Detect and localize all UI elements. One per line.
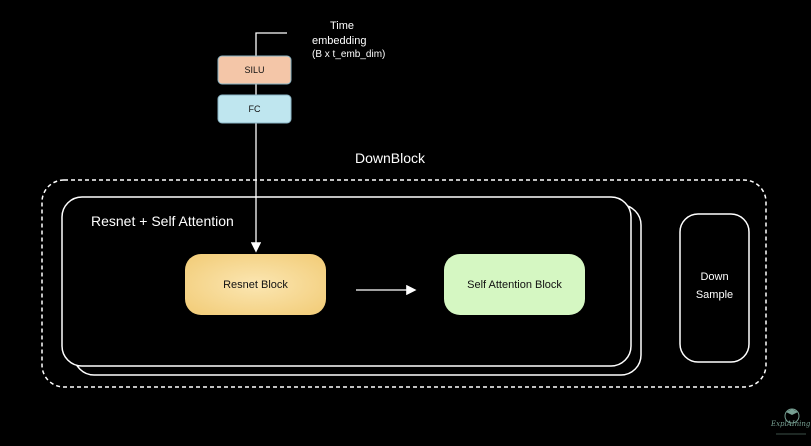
resnet-block-label: Resnet Block (223, 278, 288, 291)
down-sample-label-line2: Sample (695, 289, 734, 301)
down-sample-box (679, 213, 750, 363)
time-embedding-label-line1: Time (330, 20, 355, 32)
self-attention-block (444, 254, 585, 315)
fc-box (217, 94, 292, 124)
silu-label: SILU (244, 65, 265, 75)
svg-text:ExplAIning: ExplAIning (770, 420, 811, 428)
downblock-title: DownBlock (355, 150, 426, 166)
self-attention-block-label: Self Attention Block (467, 278, 562, 291)
time-embedding-shape-label: (B x t_emb_dim) (312, 49, 386, 60)
watermark-logo: ExplAIning (770, 408, 811, 435)
time-embedding-connector (250, 32, 287, 253)
fc-label: FC (248, 104, 261, 114)
down-sample-label-line1: Down (700, 271, 729, 283)
downblock-container (41, 179, 767, 388)
silu-box (217, 55, 292, 85)
resnet-attention-panel (61, 196, 632, 367)
resnet-block (185, 254, 326, 315)
resnet-attention-title: Resnet + Self Attention (91, 213, 234, 229)
time-embedding-label-line2: embedding (312, 35, 367, 47)
